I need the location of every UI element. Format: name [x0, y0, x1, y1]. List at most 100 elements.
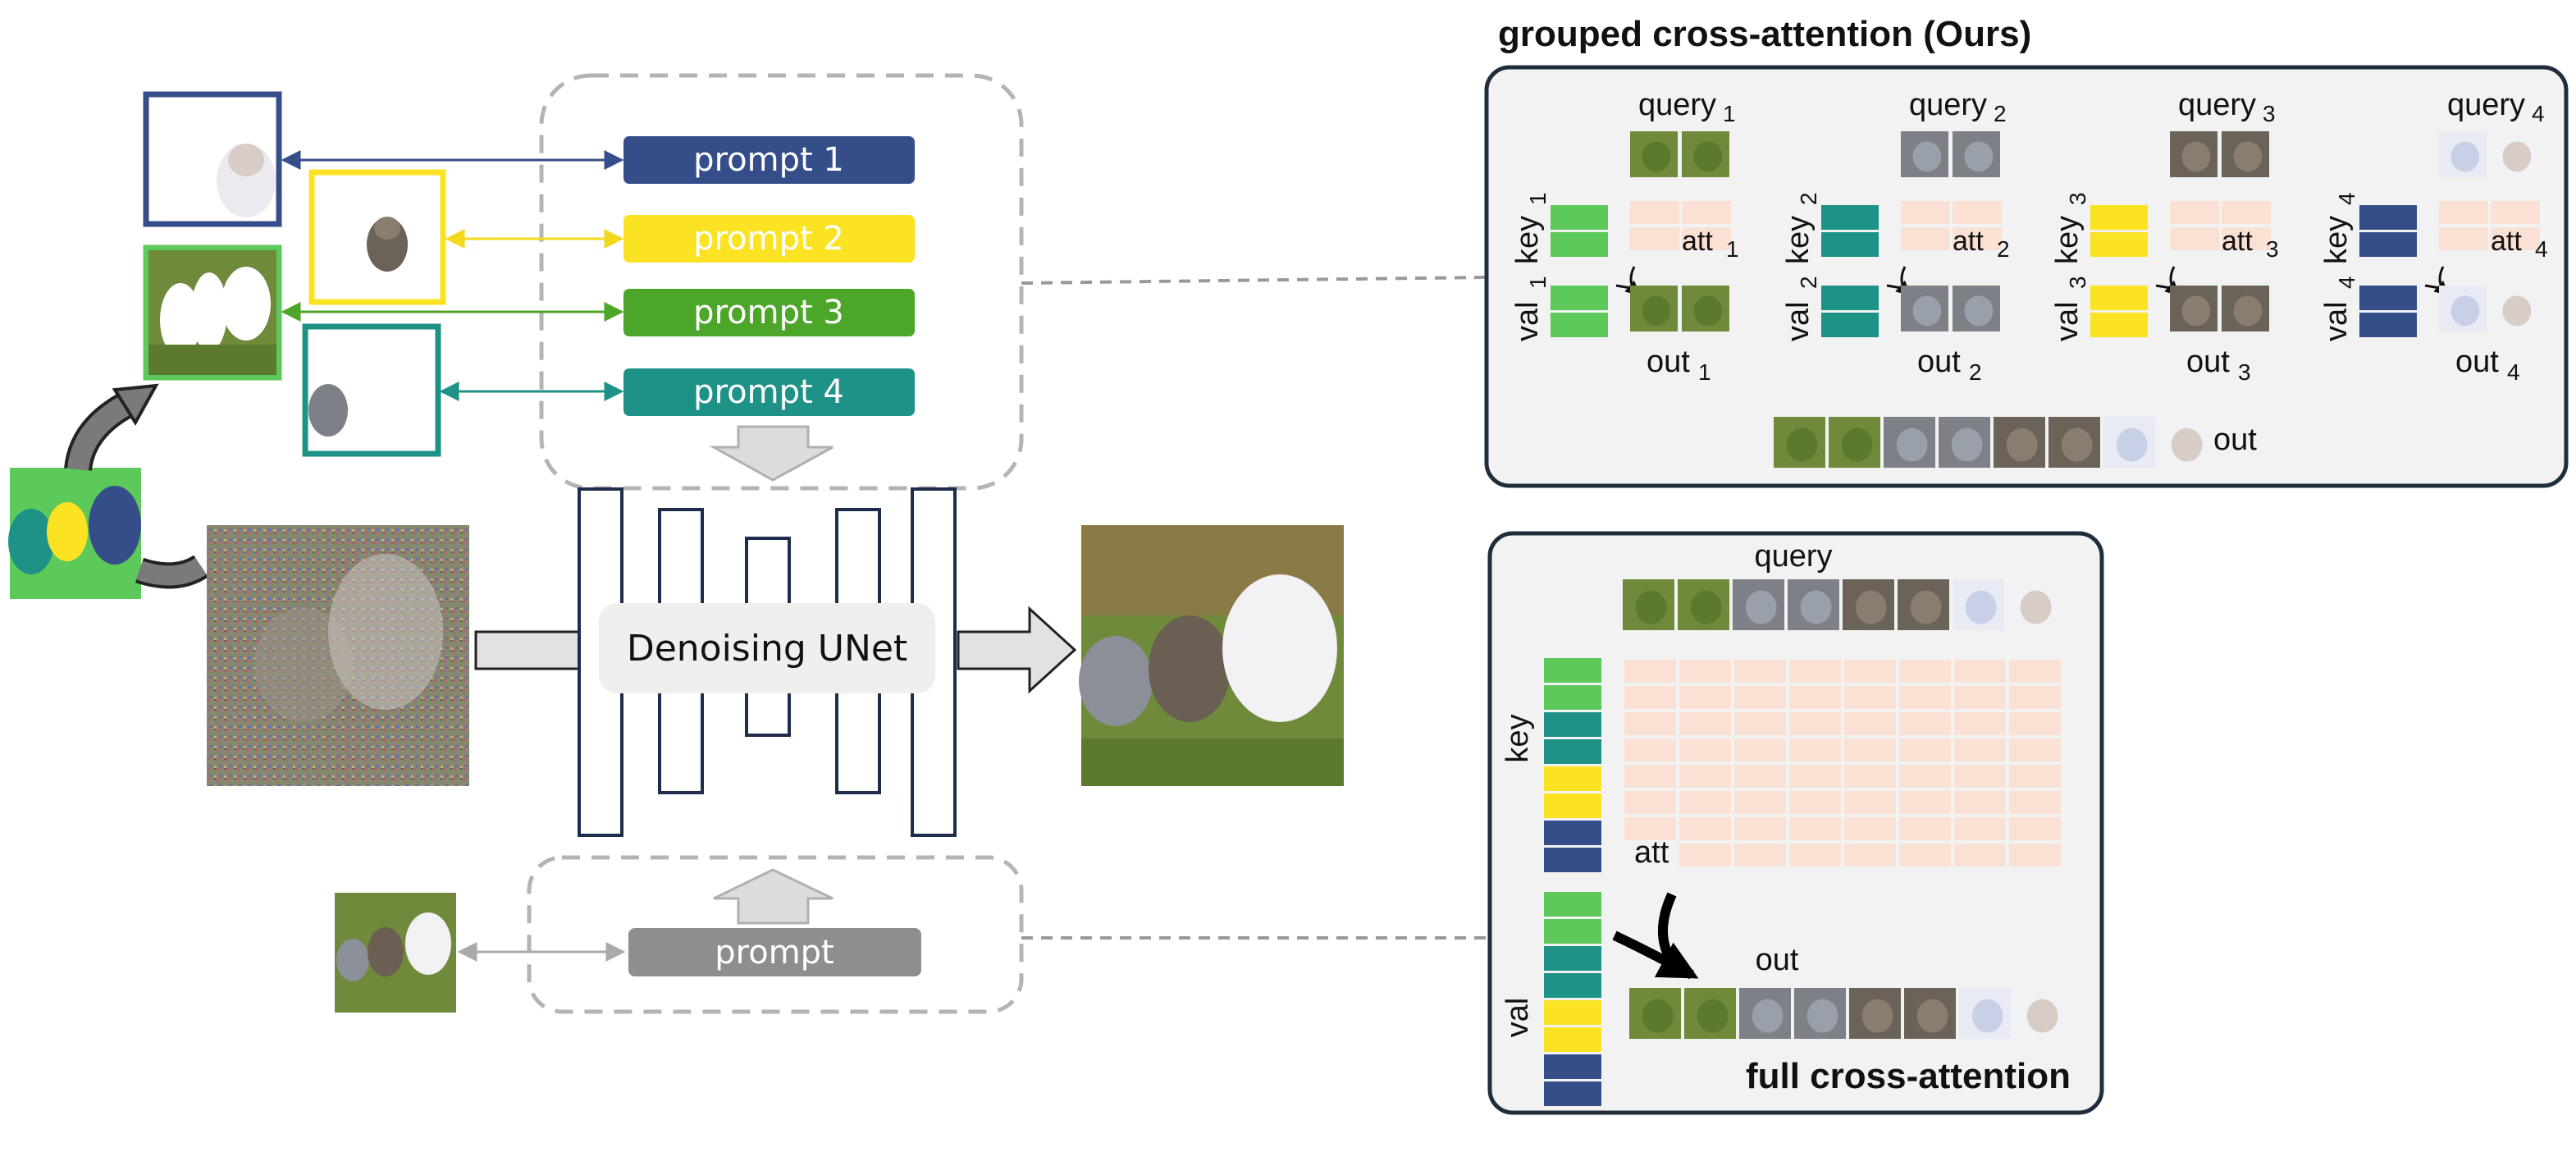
full-att-cell — [1954, 817, 2006, 840]
full-att-cell — [1624, 712, 1676, 735]
full-att-cell — [2009, 686, 2061, 709]
group-out-label-1: out — [1647, 345, 1690, 379]
full-att-cell — [1624, 765, 1676, 788]
global-prompt-label: prompt — [715, 934, 834, 972]
grouped-out-strip-tile — [1884, 417, 1935, 468]
group-query-tile-4-a — [2439, 131, 2487, 177]
full-key-block — [1544, 739, 1601, 764]
full-key-block — [1544, 793, 1601, 818]
group-out-tile-4-b — [2491, 286, 2538, 332]
group-val-sub-1: 1 — [1525, 276, 1551, 289]
full-att-cell — [1624, 791, 1676, 814]
group-out-label-3: out — [2186, 345, 2230, 379]
full-query-tile — [2007, 579, 2059, 630]
full-out-tile — [2014, 988, 2066, 1039]
grouped-out-strip-tile — [2103, 417, 2155, 468]
group-key-block-2-a — [1821, 205, 1879, 230]
full-att-cell — [1679, 660, 1731, 683]
full-att-cell — [2009, 791, 2061, 814]
group-val-block-2-a — [1821, 286, 1879, 310]
full-att-cell — [1734, 817, 1786, 840]
group-att-cell-1 — [1682, 227, 1731, 250]
group-att-cell-2 — [1901, 201, 1950, 224]
group-key-block-4-b — [2359, 232, 2417, 257]
full-att-cell — [1679, 738, 1731, 761]
full-att-cell — [1789, 791, 1841, 814]
grouped-out-strip — [1774, 417, 2210, 468]
output-arrow — [957, 606, 1077, 694]
group-out-tile-3-a — [2170, 286, 2217, 332]
group-key-label-3: key — [2050, 216, 2085, 264]
full-att-cell — [1734, 660, 1786, 683]
full-att-cell — [1954, 844, 2006, 866]
full-val-block — [1544, 1054, 1601, 1079]
prompt-bar-1 — [623, 136, 915, 184]
full-out-tile — [1739, 988, 1791, 1039]
group-val-block-4-b — [2359, 313, 2417, 337]
full-att-cell — [1624, 738, 1676, 761]
group-key-sub-4: 4 — [2334, 192, 2359, 205]
full-att-cell — [1954, 686, 2006, 709]
full-att-cell — [1954, 660, 2006, 683]
group-out-tile-1-b — [1682, 286, 1729, 332]
full-att-cell — [1899, 660, 1951, 683]
input-arrow — [474, 630, 584, 670]
full-val-block — [1544, 919, 1601, 944]
grouped-out-strip-tile — [1939, 417, 1990, 468]
full-att-cell — [1899, 712, 1951, 735]
group-key-label-1: key — [1510, 216, 1545, 264]
full-att-cell — [1844, 660, 1896, 683]
full-att-grid — [1624, 660, 2061, 866]
segmentation-map — [8, 468, 141, 599]
group-key-label-4: key — [2319, 216, 2354, 264]
group-key-sub-2: 2 — [1796, 192, 1821, 205]
full-key-block — [1544, 848, 1601, 872]
group-out-label-2: out — [1917, 345, 1961, 379]
prompt-label-4: prompt 4 — [693, 373, 844, 411]
full-att-arrow-icon — [1612, 892, 1692, 975]
group-att-cell-1 — [1682, 201, 1731, 224]
group-val-block-1-a — [1551, 286, 1608, 310]
full-att-cell — [1734, 765, 1786, 788]
grouped-title: grouped cross-attention (Ours) — [1498, 14, 2031, 54]
group-query-tile-1-b — [1682, 131, 1729, 177]
full-att-cell — [1734, 712, 1786, 735]
prompt-bar-4 — [623, 368, 915, 416]
full-att-cell — [1734, 686, 1786, 709]
full-att-cell — [1899, 791, 1951, 814]
full-key-column — [1544, 658, 1601, 872]
group-att-cell-4 — [2439, 201, 2488, 224]
full-att-cell — [1789, 817, 1841, 840]
grouped-out-strip-tile — [2158, 417, 2210, 468]
region-crop-2 — [308, 169, 446, 305]
full-val-block — [1544, 973, 1601, 998]
full-key-block — [1544, 685, 1601, 710]
full-att-cell — [1734, 844, 1786, 866]
full-title: full cross-attention — [1746, 1056, 2071, 1096]
group-att-sub-1: 1 — [1726, 236, 1739, 262]
grouped-out-strip-tile — [1774, 417, 1825, 468]
full-att-cell — [1789, 686, 1841, 709]
prompt-label-1: prompt 1 — [693, 141, 844, 179]
full-val-block — [1544, 946, 1601, 971]
full-att-cell — [1734, 791, 1786, 814]
group-att-sub-3: 3 — [2266, 236, 2279, 262]
group-att-cell-4 — [2491, 227, 2540, 250]
full-val-block — [1544, 1000, 1601, 1025]
full-att-cell — [1844, 817, 1896, 840]
full-out-tile — [1904, 988, 1956, 1039]
full-out-tile — [1629, 988, 1681, 1039]
full-att-cell — [1844, 738, 1896, 761]
full-att-cell — [2009, 817, 2061, 840]
group-att-cell-1 — [1630, 201, 1679, 224]
group-out-sub-3: 3 — [2238, 359, 2251, 385]
group-att-label-3: att — [2222, 226, 2253, 257]
full-key-block — [1544, 766, 1601, 791]
full-att-cell — [2009, 738, 2061, 761]
full-att-cell — [1844, 791, 1896, 814]
full-query-strip — [1623, 579, 2059, 630]
group-out-tile-4-a — [2439, 286, 2487, 332]
group-query-tile-3-b — [2222, 131, 2269, 177]
